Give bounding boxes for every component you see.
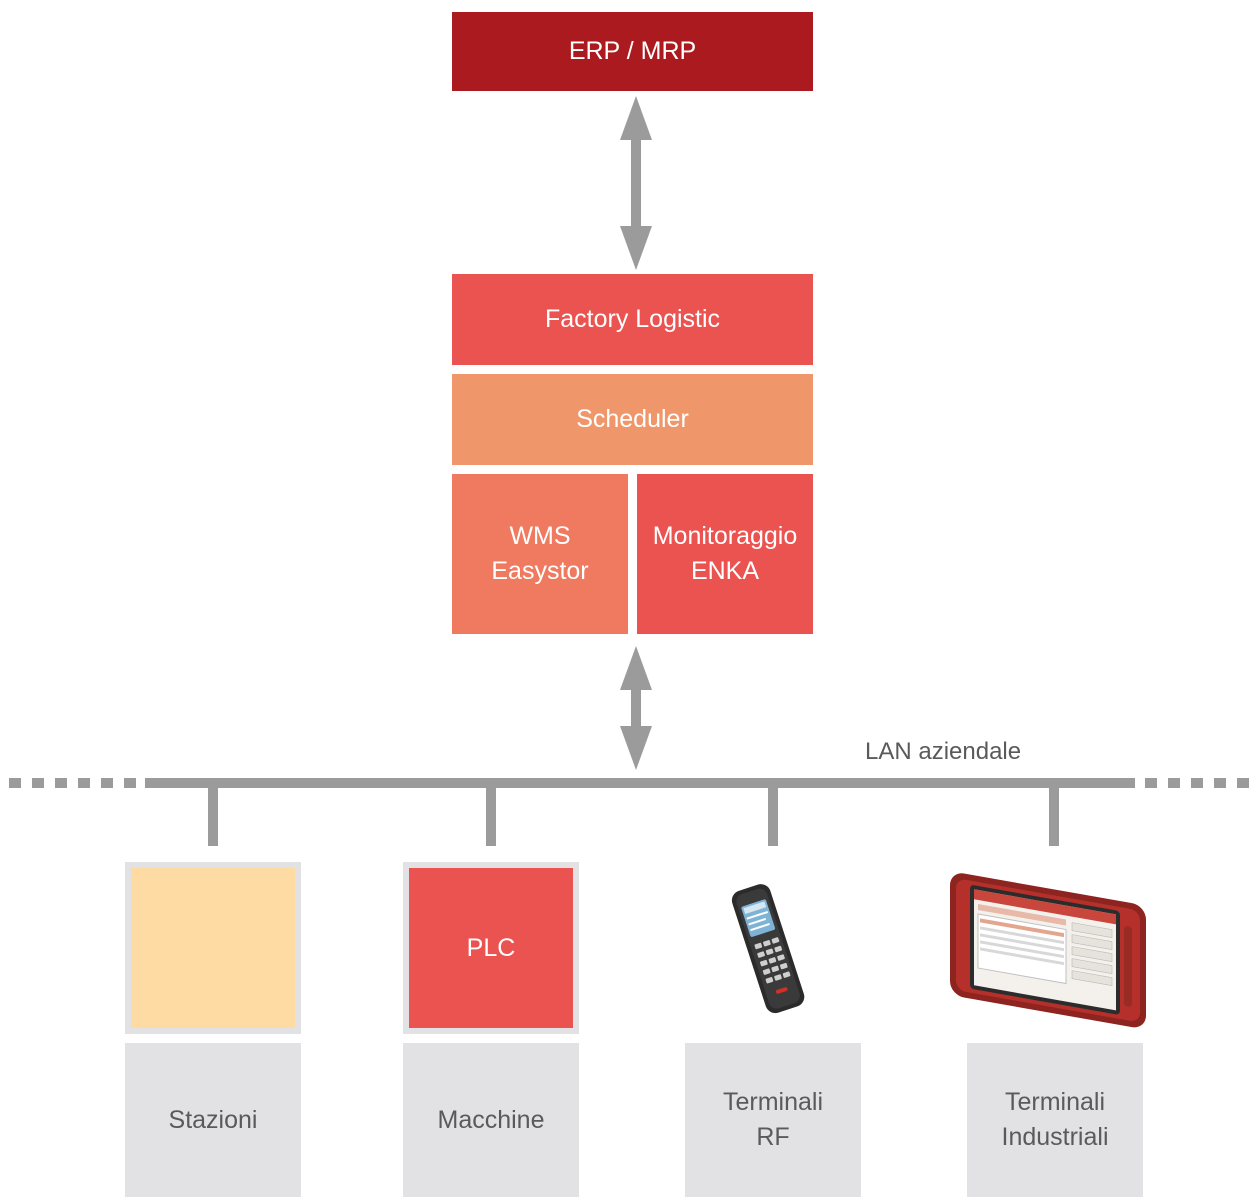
lan-dash [1191, 778, 1203, 788]
lan-dash [1145, 778, 1157, 788]
lan-dash [1214, 778, 1226, 788]
drop-line-terminali-industriali [1049, 788, 1059, 846]
lan-dash [101, 778, 113, 788]
terminali-rf-label-box: Terminali RF [685, 1043, 861, 1197]
factory-logistic-box: Factory Logistic [452, 274, 813, 365]
plc-box: PLC [409, 868, 573, 1028]
monitoraggio-enka-label: Monitoraggio ENKA [652, 522, 798, 585]
macchine-label-box: Macchine [403, 1043, 579, 1197]
industrial-tablet-icon [950, 873, 1146, 1028]
lan-dash [1237, 778, 1249, 788]
lan-dash [32, 778, 44, 788]
drop-line-terminali-rf [768, 788, 778, 846]
stazioni-swatch [131, 868, 295, 1028]
lan-dash [78, 778, 90, 788]
lan-double-arrow [620, 646, 652, 770]
terminali-industriali-label: Terminali Industriali [1001, 1088, 1109, 1151]
plc-label: PLC [466, 933, 516, 962]
erp-double-arrow [620, 96, 652, 270]
wms-easystor-label: WMS Easystor [491, 522, 589, 585]
macchine-label: Macchine [437, 1105, 545, 1134]
wms-easystor-box: WMS Easystor [452, 474, 628, 634]
terminali-industriali-label-box: Terminali Industriali [967, 1043, 1143, 1197]
scheduler-label: Scheduler [576, 405, 689, 433]
drop-line-macchine [486, 788, 496, 846]
drop-line-stazioni [208, 788, 218, 846]
stazioni-label-box: Stazioni [125, 1043, 301, 1197]
erp-mrp-box: ERP / MRP [452, 12, 813, 91]
erp-mrp-label: ERP / MRP [568, 37, 697, 65]
handheld-terminal-icon [731, 884, 805, 1014]
lan-dash [9, 778, 21, 788]
lan-dash [124, 778, 136, 788]
lan-dash [55, 778, 67, 788]
lan-label: LAN aziendale [865, 738, 1022, 765]
lan-dash [1168, 778, 1180, 788]
lan-bus-line [145, 778, 1135, 788]
factory-logistic-label: Factory Logistic [544, 305, 721, 333]
terminali-rf-label: Terminali RF [722, 1088, 824, 1151]
scheduler-box: Scheduler [452, 374, 813, 465]
monitoraggio-enka-box: Monitoraggio ENKA [637, 474, 813, 634]
stazioni-label: Stazioni [168, 1105, 258, 1134]
